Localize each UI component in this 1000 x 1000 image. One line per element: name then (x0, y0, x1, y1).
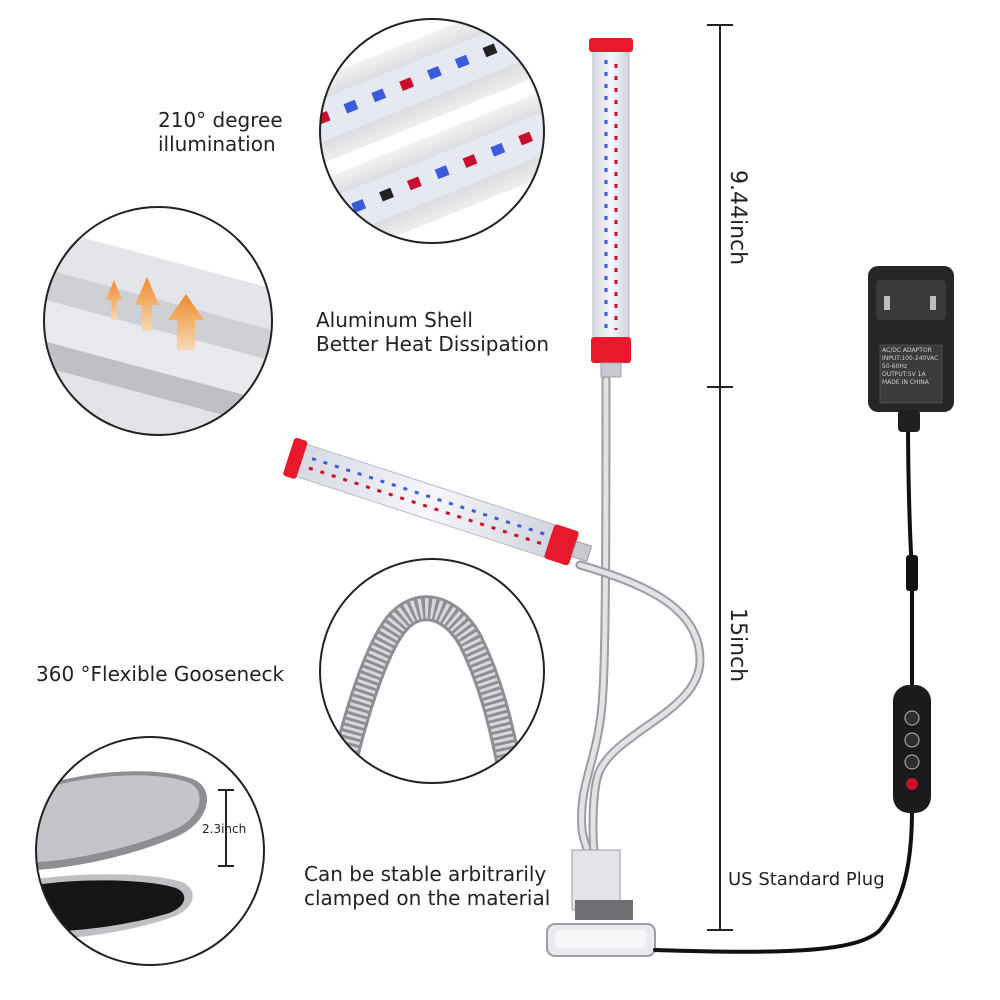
feature-gooseneck: 360 °Flexible Gooseneck (36, 662, 284, 686)
feature-clamp-line1: Can be stable arbitrarily (304, 862, 547, 886)
feature-plug: US Standard Plug (728, 868, 885, 892)
angled-light-bar (283, 437, 593, 566)
dimmer-switch (893, 685, 931, 813)
feature-gooseneck-line1: 360 °Flexible Gooseneck (36, 662, 285, 686)
vertical-light-bar (589, 38, 633, 378)
feature-heat-line1: Aluminum Shell (316, 308, 473, 332)
led-closeup-circle (319, 18, 545, 244)
power-adapter (868, 266, 954, 432)
dimension-light-bar: 9.44inch (725, 170, 750, 266)
gooseneck-closeup-circle (319, 558, 545, 784)
heat-arrow-icon (106, 277, 204, 350)
feature-heat-line2: Better Heat Dissipation (316, 332, 550, 356)
feature-plug-line1: US Standard Plug (728, 869, 885, 890)
dimension-line (707, 24, 733, 931)
adapter-line-4: OUTPUT:5V 1A (882, 371, 926, 378)
dimension-clamp-opening: 2.3inch (202, 822, 247, 836)
feature-heat: Aluminum Shell Better Heat Dissipation (316, 308, 549, 356)
dimension-gooseneck: 15inch (725, 608, 750, 683)
clamp-dimension-marker (218, 789, 234, 867)
adapter-line-5: MADE IN CHINA (882, 379, 929, 386)
clamp-closeup-circle (35, 736, 265, 966)
power-cable (653, 418, 918, 954)
adapter-line-2: INPUT:100-240VAC (882, 355, 939, 362)
feature-illumination-line2: illumination (158, 132, 276, 156)
feature-illumination: 210° degree illumination (158, 108, 283, 156)
clamp-base (546, 849, 656, 957)
gooseneck-arms (575, 375, 705, 885)
feature-illumination-line1: 210° degree (158, 108, 283, 132)
heat-dissipation-circle (43, 206, 273, 436)
feature-clamp: Can be stable arbitrarily clamped on the… (304, 862, 550, 910)
adapter-line-3: 50-60Hz (882, 363, 908, 370)
adapter-label: AC/DC ADAPTOR INPUT:100-240VAC 50-60Hz O… (882, 347, 938, 387)
adapter-line-1: AC/DC ADAPTOR (882, 347, 932, 354)
feature-clamp-line2: clamped on the material (304, 886, 551, 910)
